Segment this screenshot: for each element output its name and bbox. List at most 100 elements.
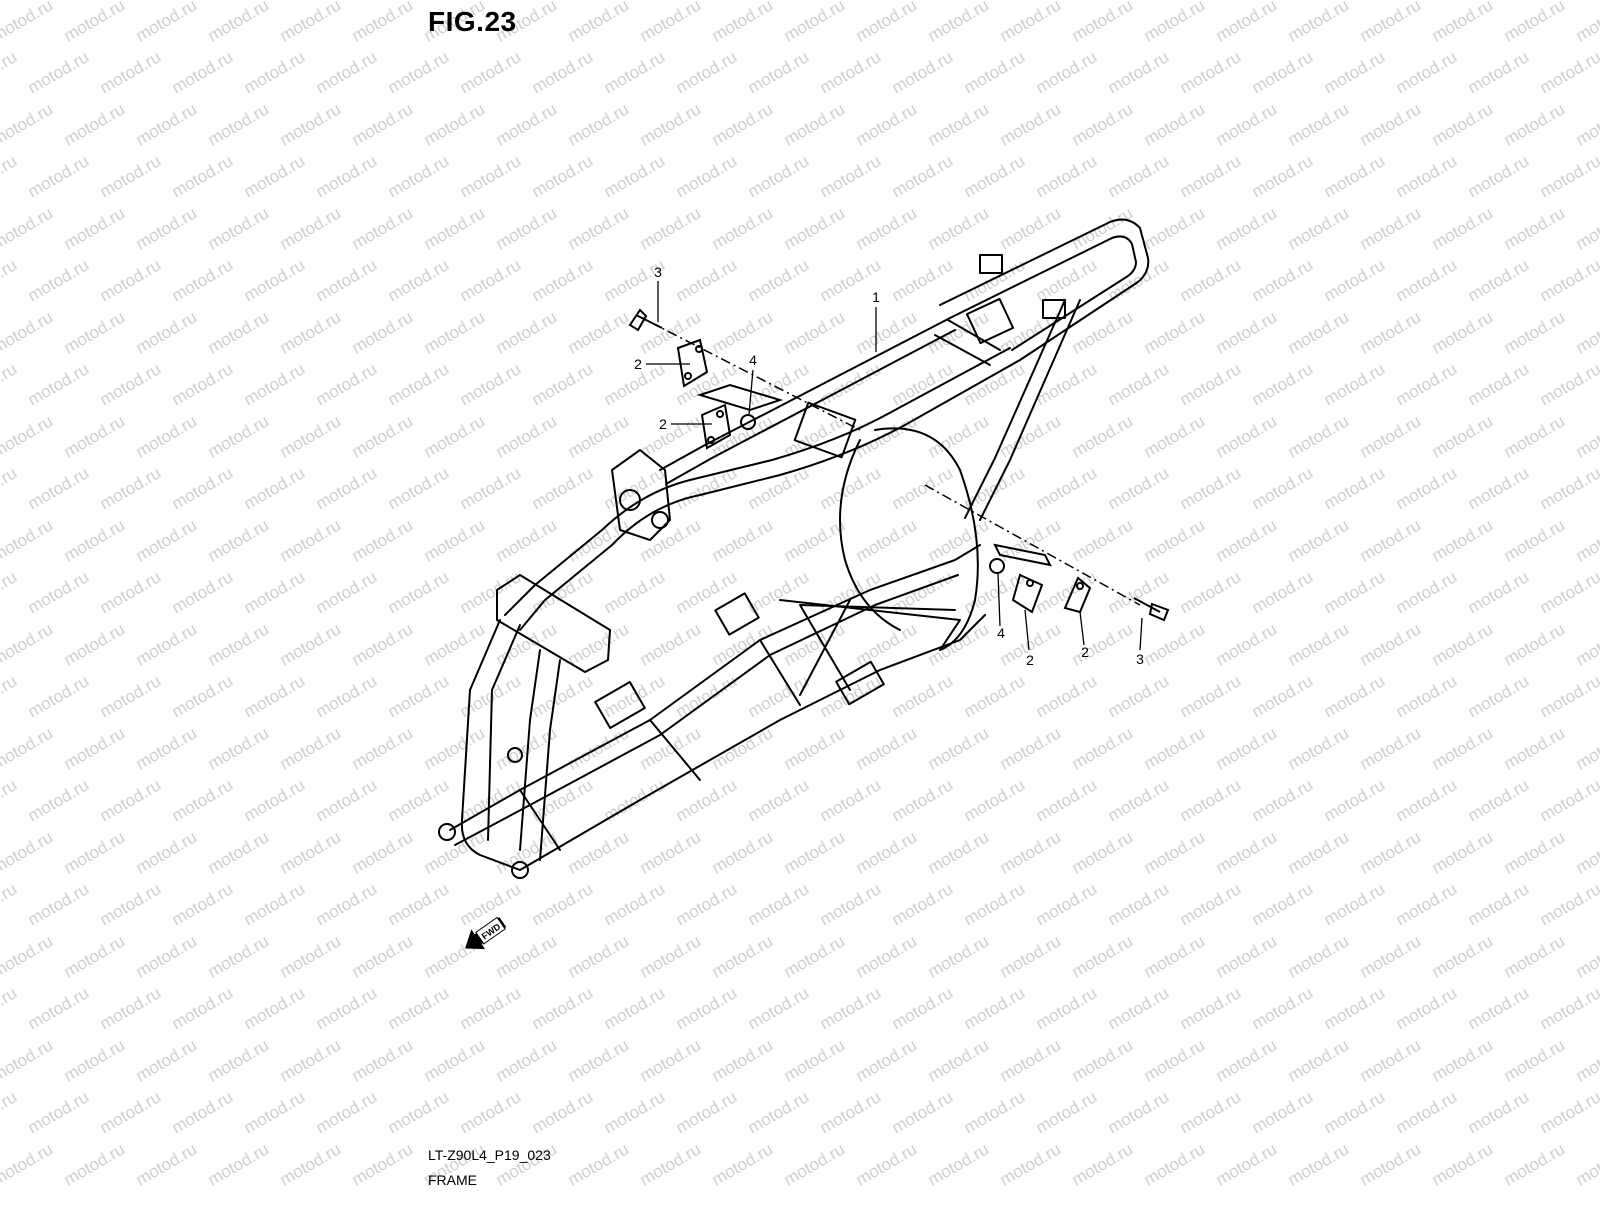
watermark-text: motod.ru (889, 983, 957, 1033)
watermark-text: motod.ru (1573, 827, 1600, 877)
watermark-text: motod.ru (1357, 1035, 1425, 1085)
callout-2-right-a: 2 (1026, 652, 1034, 668)
watermark-text: motod.ru (961, 1087, 1029, 1137)
watermark-text: motod.ru (1069, 619, 1137, 669)
watermark-text: motod.ru (1537, 983, 1600, 1033)
watermark-text: motod.ru (781, 827, 849, 877)
watermark-text: motod.ru (25, 983, 93, 1033)
watermark-text: motod.ru (0, 0, 56, 45)
watermark-text: motod.ru (745, 151, 813, 201)
watermark-text: motod.ru (673, 47, 741, 97)
watermark-text: motod.ru (1105, 671, 1173, 721)
watermark-text: motod.ru (313, 47, 381, 97)
watermark-text: motod.ru (61, 1139, 129, 1189)
watermark-text: motod.ru (1357, 307, 1425, 357)
watermark-text: motod.ru (0, 359, 20, 409)
watermark-text: motod.ru (0, 99, 56, 149)
watermark-text: motod.ru (25, 671, 93, 721)
watermark-text: motod.ru (1285, 0, 1353, 45)
watermark-text: motod.ru (385, 47, 453, 97)
watermark-text: motod.ru (0, 931, 56, 981)
watermark-text: motod.ru (313, 1087, 381, 1137)
watermark-text: motod.ru (709, 1139, 777, 1189)
watermark-text: motod.ru (1249, 879, 1317, 929)
watermark-text: motod.ru (817, 47, 885, 97)
watermark-text: motod.ru (565, 515, 633, 565)
watermark-text: motod.ru (1105, 775, 1173, 825)
watermark-text: motod.ru (1249, 775, 1317, 825)
watermark-text: motod.ru (1357, 1139, 1425, 1189)
watermark-text: motod.ru (277, 411, 345, 461)
watermark-text: motod.ru (241, 567, 309, 617)
watermark-text: motod.ru (1393, 1087, 1461, 1137)
watermark-text: motod.ru (1033, 463, 1101, 513)
watermark-text: motod.ru (61, 0, 129, 45)
watermark-text: motod.ru (421, 515, 489, 565)
watermark-text: motod.ru (97, 1087, 165, 1137)
watermark-text: motod.ru (745, 255, 813, 305)
watermark-text: motod.ru (1177, 47, 1245, 97)
watermark-text: motod.ru (1141, 723, 1209, 773)
watermark-text: motod.ru (277, 515, 345, 565)
watermark-text: motod.ru (709, 203, 777, 253)
head-plate-hole-b (652, 512, 668, 528)
watermark-text: motod.ru (1537, 671, 1600, 721)
watermark-text: motod.ru (421, 411, 489, 461)
watermark-text: motod.ru (1177, 1087, 1245, 1137)
bracket-left-lower-hole-b (708, 437, 714, 443)
watermark-text: motod.ru (169, 879, 237, 929)
watermark-text: motod.ru (1249, 983, 1317, 1033)
watermark-text: motod.ru (25, 255, 93, 305)
watermark-text: motod.ru (673, 151, 741, 201)
watermark-text: motod.ru (0, 879, 20, 929)
watermark-text: motod.ru (385, 567, 453, 617)
watermark-text: motod.ru (205, 723, 273, 773)
watermark-text: motod.ru (1213, 0, 1281, 45)
watermark-text: motod.ru (457, 47, 525, 97)
watermark-text: motod.ru (385, 151, 453, 201)
watermark-text: motod.ru (61, 723, 129, 773)
watermark-text: motod.ru (961, 775, 1029, 825)
watermark-text: motod.ru (1321, 47, 1389, 97)
watermark-text: motod.ru (277, 0, 345, 45)
watermark-text: motod.ru (97, 775, 165, 825)
watermark-text: motod.ru (1573, 619, 1600, 669)
watermark-text: motod.ru (997, 1035, 1065, 1085)
watermark-text: motod.ru (133, 307, 201, 357)
watermark-text: motod.ru (997, 411, 1065, 461)
front-boss-a (439, 824, 455, 840)
watermark-text: motod.ru (1321, 151, 1389, 201)
watermark-text: motod.ru (925, 723, 993, 773)
watermark-text: motod.ru (817, 879, 885, 929)
watermark-text: motod.ru (1213, 931, 1281, 981)
watermark-text: motod.ru (673, 879, 741, 929)
watermark-text: motod.ru (1393, 879, 1461, 929)
watermark-text: motod.ru (709, 515, 777, 565)
watermark-text: motod.ru (1177, 983, 1245, 1033)
watermark-text: motod.ru (529, 567, 597, 617)
watermark-text: motod.ru (1249, 151, 1317, 201)
watermark-text: motod.ru (0, 47, 20, 97)
watermark-text: motod.ru (97, 463, 165, 513)
watermark-text: motod.ru (349, 931, 417, 981)
watermark-text: motod.ru (673, 255, 741, 305)
watermark-text: motod.ru (349, 411, 417, 461)
watermark-text: motod.ru (313, 255, 381, 305)
watermark-text: motod.ru (1573, 411, 1600, 461)
watermark-text: motod.ru (709, 307, 777, 357)
watermark-text: motod.ru (97, 567, 165, 617)
watermark-text: motod.ru (1105, 47, 1173, 97)
watermark-text: motod.ru (241, 1087, 309, 1137)
watermark-text: motod.ru (601, 983, 669, 1033)
watermark-text: motod.ru (313, 671, 381, 721)
watermark-text: motod.ru (1033, 151, 1101, 201)
leader-3b (1140, 618, 1142, 650)
watermark-text: motod.ru (1321, 1087, 1389, 1137)
watermark-text: motod.ru (421, 203, 489, 253)
watermark-text: motod.ru (817, 151, 885, 201)
watermark-text: motod.ru (349, 1035, 417, 1085)
watermark-text: motod.ru (853, 723, 921, 773)
watermark-text: motod.ru (1321, 359, 1389, 409)
watermark-text: motod.ru (1321, 255, 1389, 305)
